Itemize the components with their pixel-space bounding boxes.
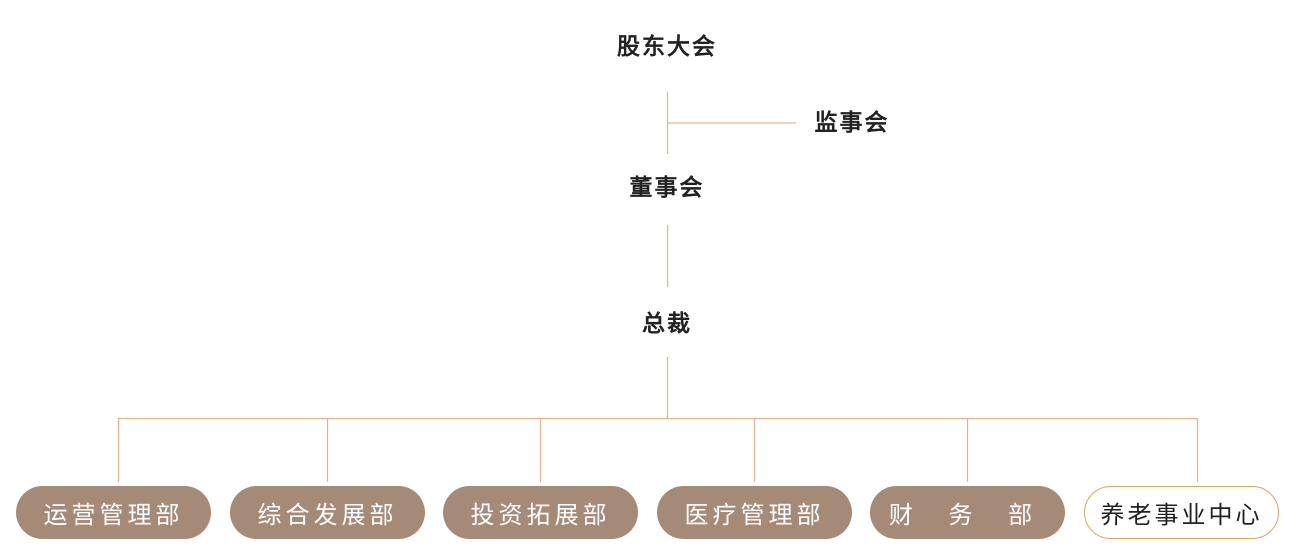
dept-medical-management: 医疗管理部: [657, 486, 852, 539]
dept-operations-management: 运营管理部: [16, 486, 211, 539]
dept-investment-expansion: 投资拓展部: [443, 486, 638, 539]
dept-elderly-care-center: 养老事业中心: [1084, 486, 1279, 539]
dept-comprehensive-development: 综合发展部: [230, 486, 425, 539]
president-node: 总裁: [642, 311, 692, 337]
board-of-directors-node: 董事会: [629, 175, 705, 201]
shareholders-meeting-node: 股东大会: [617, 34, 717, 60]
dept-finance: 财 务 部: [870, 486, 1065, 539]
supervisory-board-node: 监事会: [814, 110, 890, 136]
